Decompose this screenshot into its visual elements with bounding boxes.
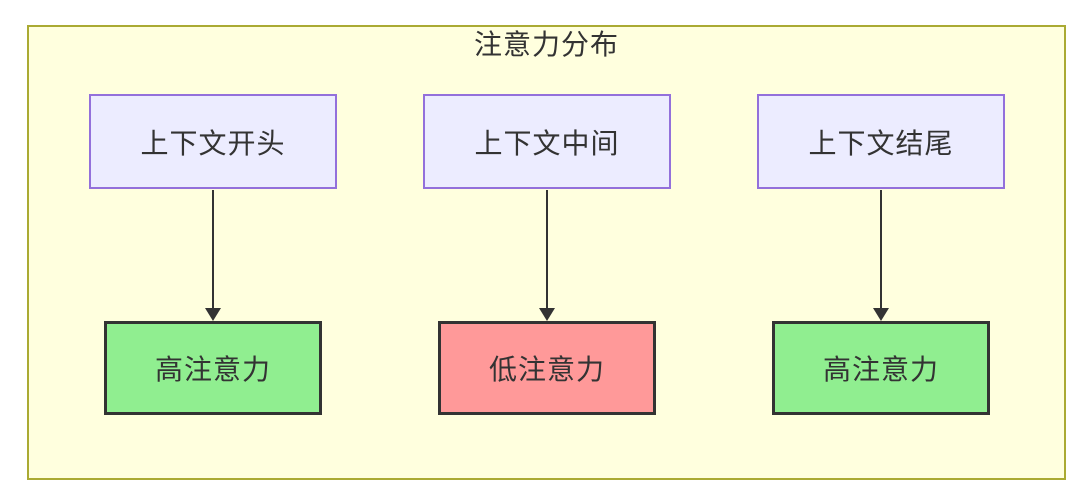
node-context-middle: 上下文中间 — [423, 94, 671, 189]
node-high-attention-right: 高注意力 — [772, 321, 990, 415]
node-label: 高注意力 — [154, 354, 271, 385]
node-label: 高注意力 — [822, 354, 939, 385]
diagram-title: 注意力分布 — [473, 29, 619, 60]
node-label: 上下文开头 — [140, 127, 286, 159]
node-context-end: 上下文结尾 — [757, 94, 1005, 189]
node-label: 低注意力 — [488, 354, 605, 385]
node-label: 上下文中间 — [474, 127, 620, 159]
node-low-attention: 低注意力 — [438, 321, 656, 415]
node-context-beginning: 上下文开头 — [89, 94, 337, 189]
node-label: 上下文结尾 — [808, 127, 954, 159]
node-high-attention-left: 高注意力 — [104, 321, 322, 415]
